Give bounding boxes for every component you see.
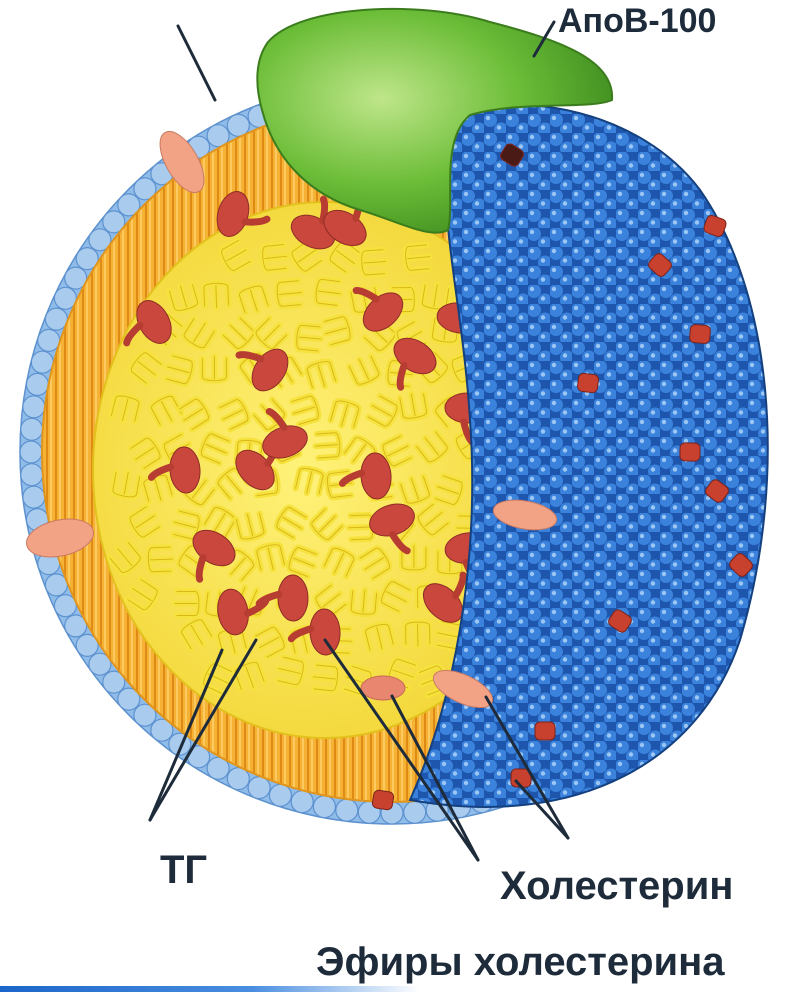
- phospholipid-head: [21, 464, 43, 486]
- surface-red-speckle: [372, 790, 395, 811]
- phospholipid-head: [269, 784, 291, 806]
- phospholipid-head: [26, 373, 48, 395]
- label-apob100: АпоВ-100: [558, 2, 716, 41]
- phospholipid-head: [291, 791, 313, 813]
- phospholipid-head: [38, 329, 60, 351]
- surface-red-speckle: [680, 443, 700, 461]
- leader-line-top-left: [178, 26, 215, 100]
- phospholipid-head: [404, 801, 426, 823]
- phospholipid-head: [313, 796, 335, 818]
- surface-red-speckle: [689, 324, 710, 344]
- phospholipid-head: [31, 351, 53, 373]
- surface-red-speckle: [535, 722, 555, 740]
- surface-red-speckle: [577, 373, 599, 393]
- label-triglycerides: ТГ: [160, 848, 207, 893]
- phospholipid-head: [23, 396, 45, 418]
- bottom-accent-bar: [0, 986, 420, 992]
- cholesterol-molecule: [361, 676, 405, 700]
- label-cholesterol-esters: Эфиры холестерина: [316, 940, 725, 985]
- phospholipid-head: [23, 486, 45, 508]
- phospholipid-head: [336, 799, 358, 821]
- phospholipid-head: [20, 441, 42, 463]
- phospholipid-head: [21, 418, 43, 440]
- label-cholesterol: Холестерин: [500, 864, 733, 909]
